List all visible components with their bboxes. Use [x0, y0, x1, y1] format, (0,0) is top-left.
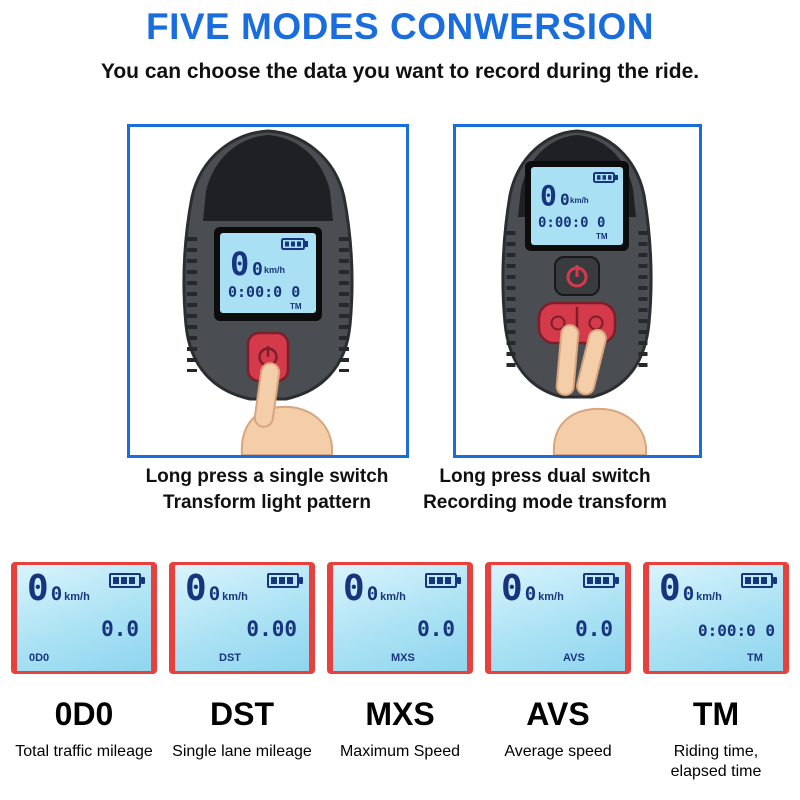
lcd-speed-digit-small: 0 [524, 583, 537, 605]
mode-name: DST [210, 696, 274, 732]
battery-icon [593, 172, 618, 183]
lcd-mode-label: MXS [391, 652, 415, 664]
mode-avs: 0 0 km/h 0.0 AVS AVS Average speed [485, 562, 631, 782]
lcd-screen: 0 0 km/h 0.0 AVS [485, 562, 631, 674]
mode-description: Riding time, elapsed time [670, 743, 762, 780]
lcd-screen: 0 0 km/h 0:00:0 0 TM [525, 161, 629, 251]
lcd-mode-label: TM [596, 232, 608, 241]
mode-name: 0D0 [54, 696, 114, 732]
mode-tm: 0 0 km/h 0:00:0 0 TM TM Riding time, ela… [643, 562, 789, 782]
battery-icon [425, 573, 461, 588]
mode-name: AVS [526, 696, 590, 732]
lcd-time-value: 0:00:0 0 [228, 283, 300, 301]
dual-switch-panel: 0 0 km/h 0:00:0 0 TM [453, 124, 702, 458]
mode-description: Average speed [504, 743, 612, 760]
lcd-unit: km/h [264, 265, 285, 275]
mode-dst: 0 0 km/h 0.00 DST DST Single lane mileag… [169, 562, 315, 782]
caption-line: Long press dual switch [439, 466, 651, 487]
mode-name: MXS [365, 696, 435, 732]
lcd-speed-digit-small: 0 [682, 583, 695, 605]
lcd-mode-label: TM [290, 302, 302, 311]
lcd-value: 0:00:0 0 [697, 621, 775, 640]
bike-light-single-switch-illustration: 0 0 km/h 0:00:0 0 TM [182, 129, 354, 455]
lcd-speed-digit-small: 0 [252, 259, 263, 280]
lcd-screen: 0 0 km/h 0.0 MXS [327, 562, 473, 674]
single-switch-caption: Long press a single switch Transform lig… [97, 464, 437, 515]
lcd-speed-digit: 0 [230, 245, 249, 283]
lcd-value: 0.0 [101, 617, 139, 641]
lcd-unit: km/h [538, 591, 564, 603]
lcd-speed-digit: 0 [343, 568, 365, 609]
mode-odo: 0 0 km/h 0.0 0D0 0D0 Total traffic milea… [11, 562, 157, 782]
battery-icon [583, 573, 619, 588]
single-switch-panel: 0 0 km/h 0:00:0 0 TM [127, 124, 409, 458]
lcd-speed-digit: 0 [501, 568, 523, 609]
power-icon [566, 265, 588, 288]
dual-switch-caption: Long press dual switch Recording mode tr… [385, 464, 705, 515]
lcd-unit: km/h [222, 591, 248, 603]
lcd-unit: km/h [696, 591, 722, 603]
lcd-screen: 0 0 km/h 0.00 DST [169, 562, 315, 674]
caption-line: Long press a single switch [145, 466, 389, 487]
lcd-speed-digit: 0 [185, 568, 207, 609]
lcd-screen: 0 0 km/h 0.0 0D0 [11, 562, 157, 674]
lcd-screen: 0 0 km/h 0:00:0 0 TM [643, 562, 789, 674]
pointing-hand-illustration [240, 362, 333, 455]
lcd-time-value: 0:00:0 0 [538, 215, 605, 231]
lcd-speed-digit-small: 0 [50, 583, 63, 605]
mode-description: Total traffic mileage [15, 743, 153, 760]
left-switch-icon [550, 315, 566, 331]
lcd-value: 0.00 [246, 617, 297, 641]
battery-icon [267, 573, 303, 588]
battery-icon [109, 573, 145, 588]
lcd-speed-digit-small: 0 [208, 583, 221, 605]
modes-row: 0 0 km/h 0.0 0D0 0D0 Total traffic milea… [0, 562, 800, 782]
lcd-speed-digit-small: 0 [366, 583, 379, 605]
lcd-screen: 0 0 km/h 0:00:0 0 TM [214, 227, 322, 321]
lcd-value: 0.0 [417, 617, 455, 641]
power-button [554, 256, 600, 296]
mode-description: Maximum Speed [339, 743, 461, 760]
caption-line: Recording mode transform [423, 491, 667, 513]
page-title: FIVE MODES CONWERSION [146, 6, 654, 47]
lcd-speed-digit: 0 [540, 179, 557, 212]
lcd-unit: km/h [570, 196, 589, 205]
battery-icon [741, 573, 777, 588]
lcd-speed-digit: 0 [659, 568, 681, 609]
bike-light-dual-switch-illustration: 0 0 km/h 0:00:0 0 TM [501, 129, 653, 455]
page-subtitle: You can choose the data you want to reco… [100, 60, 700, 83]
lcd-mode-label: 0D0 [29, 652, 50, 664]
lcd-speed-digit: 0 [27, 568, 49, 609]
mode-mxs: 0 0 km/h 0.0 MXS MXS Maximum Speed [327, 562, 473, 782]
product-infographic: FIVE MODES CONWERSION You can choose the… [0, 0, 800, 780]
lcd-mode-label: DST [219, 652, 241, 664]
lcd-unit: km/h [380, 591, 406, 603]
lcd-speed-digit-small: 0 [560, 190, 570, 209]
battery-icon [281, 238, 308, 250]
lcd-unit: km/h [64, 591, 90, 603]
lcd-mode-label: AVS [563, 652, 585, 664]
two-finger-hand-illustration [552, 324, 647, 455]
lcd-value: 0.0 [575, 617, 613, 641]
mode-name: TM [692, 696, 740, 732]
lcd-mode-label: TM [747, 652, 763, 664]
caption-line: Transform light pattern [163, 491, 371, 513]
mode-description: Single lane mileage [172, 743, 312, 760]
